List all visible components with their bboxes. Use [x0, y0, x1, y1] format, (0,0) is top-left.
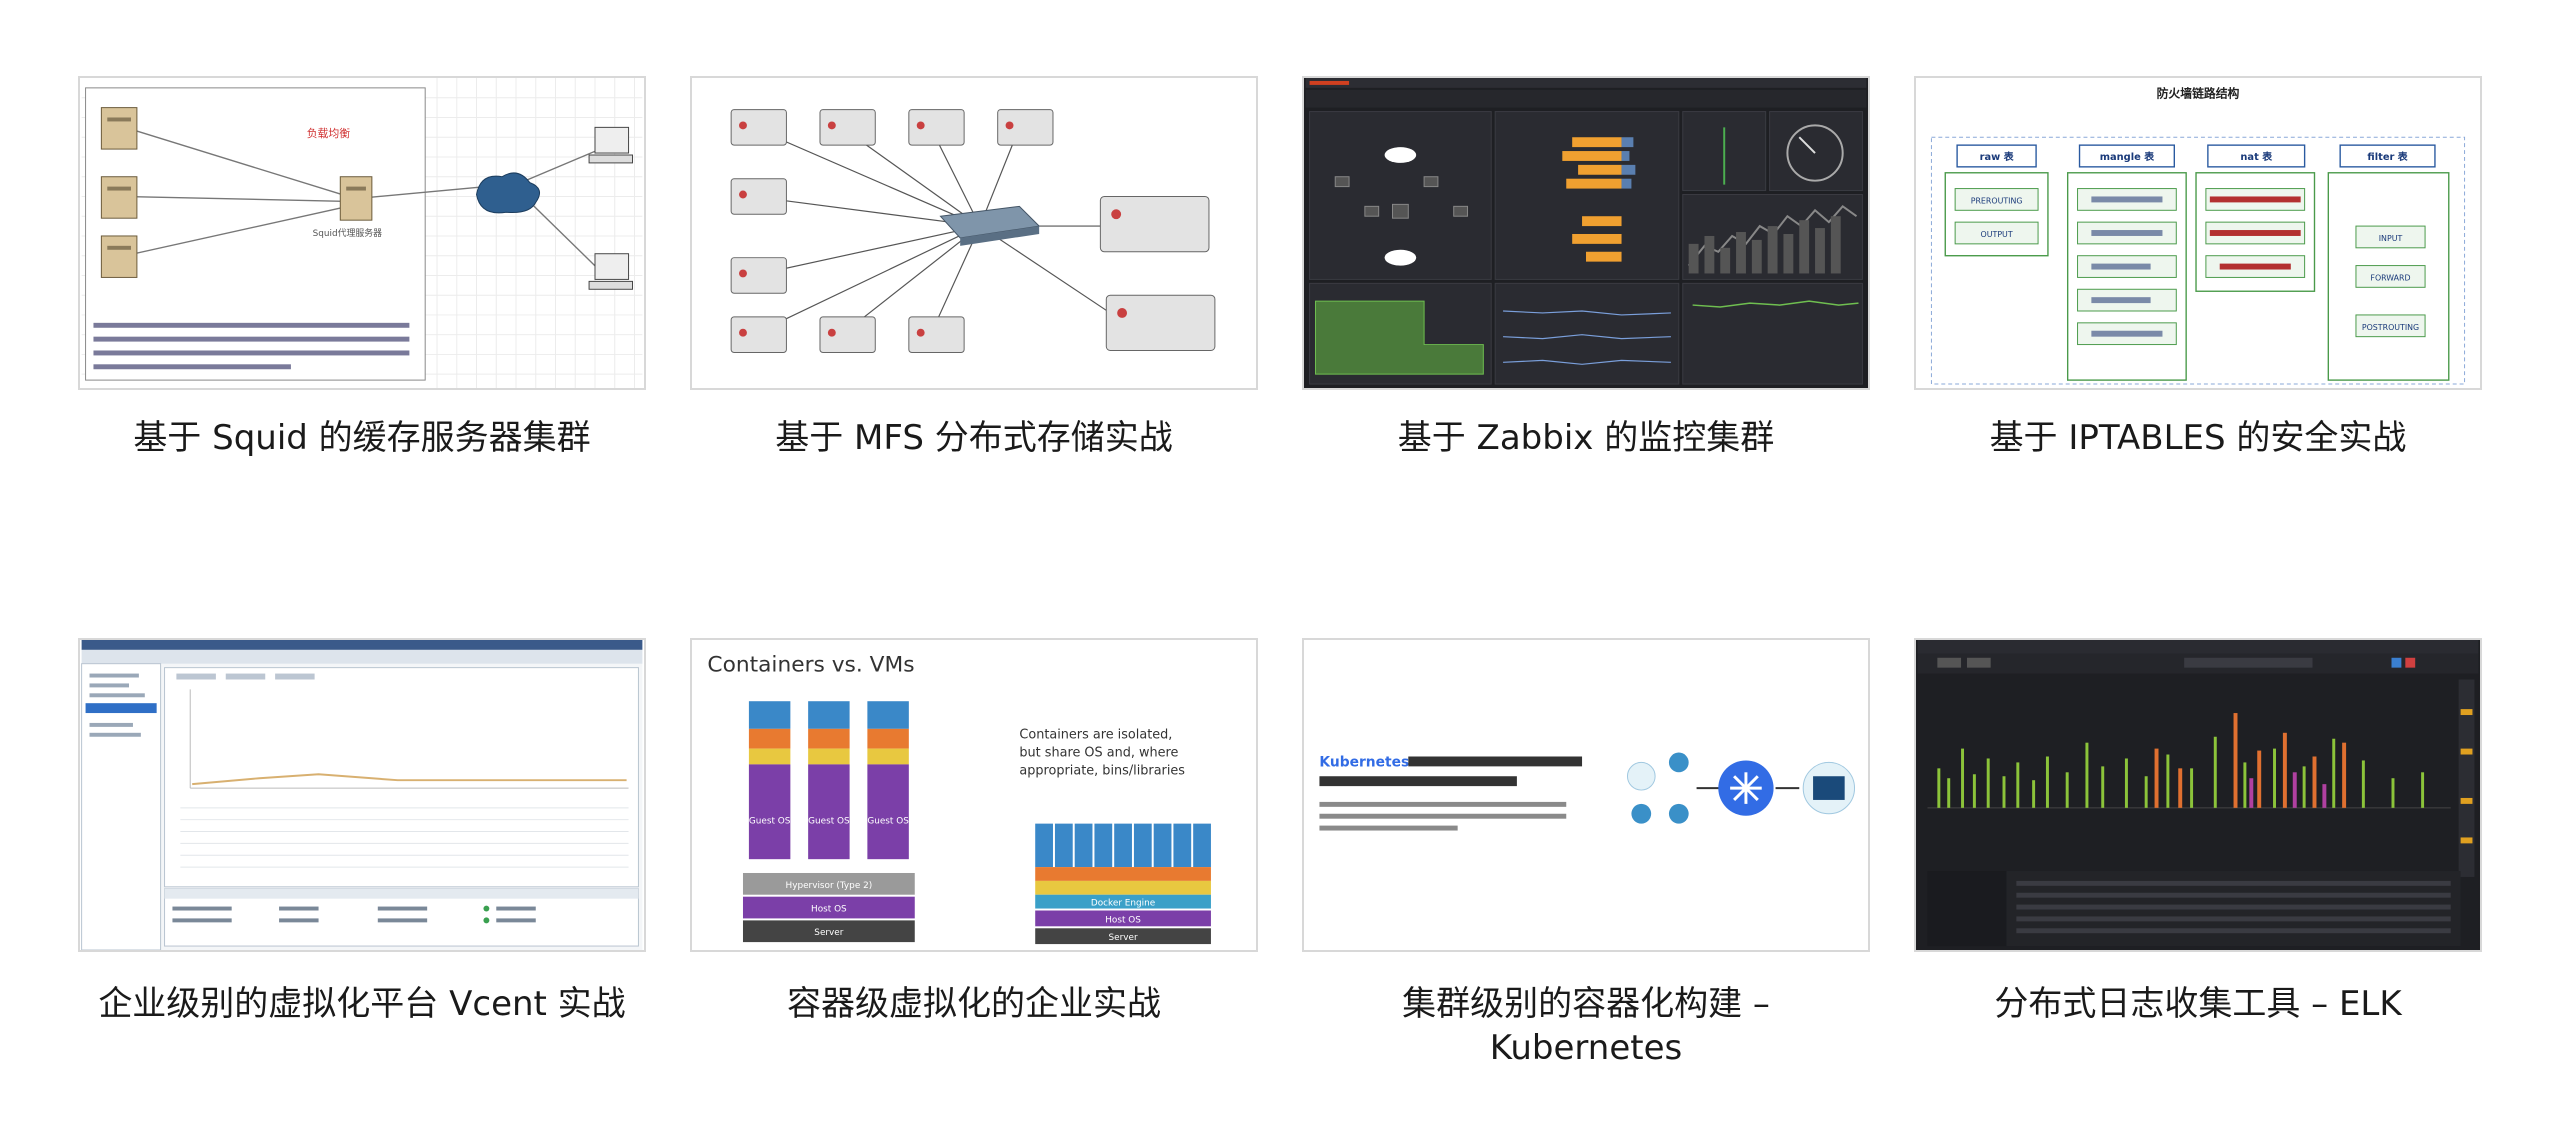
server-icon-3: [100, 235, 138, 278]
svg-text:Kubernetes: Kubernetes: [1319, 754, 1409, 770]
svg-text:appropriate, bins/libraries: appropriate, bins/libraries: [1019, 763, 1185, 778]
svg-text:防火墙链路结构: 防火墙链路结构: [2157, 87, 2240, 101]
svg-text:nat 表: nat 表: [2240, 150, 2272, 163]
server-icon-1: [100, 107, 138, 150]
thumbnail-vcenter-screenshot[interactable]: [78, 638, 646, 952]
svg-text:Host OS: Host OS: [1105, 915, 1141, 925]
mfs-storage-diagram: [693, 78, 1255, 388]
svg-text:raw 表: raw 表: [1980, 150, 2014, 163]
svg-text:Squid代理服务器: Squid代理服务器: [313, 227, 382, 239]
containers-vs-vms-slide: Containers vs. VMs Guest OS Guest OS Gue…: [693, 640, 1255, 950]
kibana-log-dashboard: [1917, 640, 2479, 950]
kubernetes-intro-slide: Kubernetes: [1305, 640, 1867, 950]
svg-text:POSTROUTING: POSTROUTING: [2362, 323, 2419, 332]
client-pc-icon-1: [588, 126, 634, 164]
svg-text:Hypervisor (Type 2): Hypervisor (Type 2): [786, 881, 873, 891]
vcenter-console-screenshot: [81, 640, 643, 950]
svg-text:Guest OS: Guest OS: [749, 817, 791, 827]
svg-text:but share OS and, where: but share OS and, where: [1019, 745, 1178, 760]
course-title[interactable]: 集群级别的容器化构建 – Kubernetes: [1402, 984, 1770, 1068]
course-title[interactable]: 基于 IPTABLES 的安全实战: [1989, 418, 2407, 458]
svg-text:FORWARD: FORWARD: [2370, 273, 2410, 282]
squid-network-diagram: 负载均衡 Squid代理服务器: [81, 78, 643, 388]
course-title[interactable]: 企业级别的虚拟化平台 Vcent 实战: [98, 984, 626, 1024]
network-switch-icon: [939, 205, 1041, 246]
thumbnail-kibana-dashboard[interactable]: [1914, 638, 2482, 952]
svg-text:mangle 表: mangle 表: [2100, 150, 2155, 163]
svg-text:Containers are isolated,: Containers are isolated,: [1019, 728, 1172, 743]
svg-text:Guest OS: Guest OS: [808, 817, 850, 827]
svg-text:Host OS: Host OS: [811, 904, 847, 914]
server-icon-2: [100, 176, 138, 219]
svg-text:Guest OS: Guest OS: [867, 817, 909, 827]
course-title[interactable]: 容器级虚拟化的企业实战: [787, 984, 1161, 1024]
log-histogram: [1937, 713, 2425, 808]
course-title[interactable]: 基于 Squid 的缓存服务器集群: [133, 418, 591, 458]
squid-server-icon: [339, 176, 373, 221]
container-icons: [1626, 752, 1689, 824]
svg-text:负载均衡: 负载均衡: [307, 126, 351, 140]
thumbnail-kubernetes-slide[interactable]: Kubernetes: [1302, 638, 1870, 952]
course-title[interactable]: 基于 Zabbix 的监控集群: [1397, 418, 1775, 458]
course-title[interactable]: 基于 MFS 分布式存储实战: [775, 418, 1173, 458]
svg-text:Docker Engine: Docker Engine: [1091, 899, 1155, 909]
container-stack-diagram: Docker Engine Host OS Server: [1035, 823, 1211, 945]
svg-text:Server: Server: [814, 928, 843, 938]
vm-stack-diagram: Guest OS Guest OS Guest OS Hypervisor (T…: [742, 701, 915, 943]
svg-text:PREROUTING: PREROUTING: [1971, 196, 2023, 205]
svg-text:INPUT: INPUT: [2379, 234, 2403, 243]
thumbnail-containers-vs-vms[interactable]: Containers vs. VMs Guest OS Guest OS Gue…: [690, 638, 1258, 952]
course-title[interactable]: 分布式日志收集工具 – ELK: [1994, 984, 2402, 1024]
svg-text:filter 表: filter 表: [2367, 150, 2407, 163]
thumbnail-mfs-diagram[interactable]: [690, 76, 1258, 390]
thumbnail-zabbix-dashboard[interactable]: [1302, 76, 1870, 390]
svg-text:OUTPUT: OUTPUT: [1981, 230, 2013, 239]
thumbnail-squid-diagram[interactable]: 负载均衡 Squid代理服务器: [78, 76, 646, 390]
svg-text:Server: Server: [1109, 933, 1138, 943]
zabbix-dashboard-screenshot: [1305, 78, 1867, 388]
thumbnail-iptables-diagram[interactable]: 防火墙链路结构 raw 表 mangle 表 nat 表 filter 表: [1914, 76, 2482, 390]
iptables-chain-diagram: 防火墙链路结构 raw 表 mangle 表 nat 表 filter 表: [1917, 78, 2479, 388]
internet-cloud-icon: [476, 172, 541, 214]
svg-text:Containers vs. VMs: Containers vs. VMs: [707, 653, 914, 678]
client-pc-icon-2: [588, 253, 634, 290]
